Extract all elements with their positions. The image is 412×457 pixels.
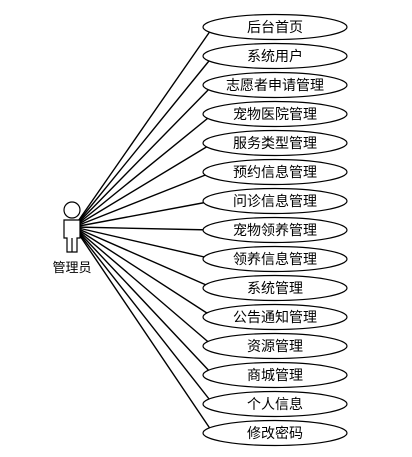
- use-case-ellipse: [202, 274, 348, 302]
- use-case-ellipse: [202, 187, 348, 215]
- use-case: 系统管理: [202, 274, 348, 302]
- association-line: [73, 226, 214, 347]
- association-line: [73, 171, 214, 228]
- use-case-label: 修改密码: [247, 425, 303, 442]
- use-case: 领养信息管理: [202, 245, 348, 273]
- association-line: [73, 113, 214, 228]
- use-case: 宠物领养管理: [202, 216, 348, 244]
- association-line: [73, 226, 214, 318]
- use-case-ellipse: [202, 245, 348, 273]
- use-case-label: 公告通知管理: [233, 309, 317, 326]
- use-case: 公告通知管理: [202, 303, 348, 331]
- use-case-ellipse: [202, 390, 348, 418]
- use-case: 志愿者申请管理: [202, 71, 348, 99]
- use-case-label: 问诊信息管理: [233, 193, 317, 210]
- use-case: 预约信息管理: [202, 158, 348, 186]
- use-case-label: 宠物医院管理: [233, 107, 317, 123]
- use-case-ellipse: [202, 361, 348, 389]
- use-case-label: 领养信息管理: [233, 251, 317, 268]
- use-case-ellipse: [202, 216, 348, 244]
- use-case-ellipse: [202, 419, 348, 447]
- use-case-label: 预约信息管理: [233, 164, 317, 181]
- association-line: [73, 55, 214, 228]
- actor-head: [63, 201, 81, 219]
- association-line: [73, 226, 214, 289]
- use-case-ellipse: [202, 100, 348, 128]
- use-case-label: 系统用户: [247, 48, 303, 65]
- use-case-label: 志愿者申请管理: [226, 78, 324, 94]
- use-case-label: 宠物领养管理: [233, 223, 317, 239]
- use-case-label: 服务类型管理: [233, 136, 317, 152]
- use-case-ellipse: [202, 129, 348, 157]
- use-case-label: 资源管理: [247, 339, 303, 355]
- use-case: 系统用户: [202, 42, 348, 70]
- use-case-ellipse: [202, 332, 348, 360]
- use-case-label: 后台首页: [247, 20, 303, 36]
- association-line: [73, 226, 214, 376]
- association-line: [73, 84, 214, 228]
- use-case-ellipse: [202, 13, 348, 41]
- use-case-ellipse: [202, 158, 348, 186]
- use-case: 宠物医院管理: [202, 100, 348, 128]
- use-case: 商城管理: [202, 361, 348, 389]
- use-case-ellipse: [202, 42, 348, 70]
- association-line: [73, 142, 214, 228]
- actor-body: [63, 219, 81, 253]
- use-case: 服务类型管理: [202, 129, 348, 157]
- use-case-label: 个人信息: [247, 396, 303, 413]
- use-case-list: 后台首页系统用户志愿者申请管理宠物医院管理服务类型管理预约信息管理问诊信息管理宠…: [202, 13, 348, 447]
- use-case-ellipse: [202, 71, 348, 99]
- use-case: 问诊信息管理: [202, 187, 348, 215]
- use-case: 后台首页: [202, 13, 348, 41]
- use-case-label: 系统管理: [247, 281, 303, 297]
- association-line: [73, 200, 214, 228]
- use-case: 资源管理: [202, 332, 348, 360]
- use-case: 个人信息: [202, 390, 348, 418]
- association-line: [73, 226, 214, 434]
- association-lines: [73, 26, 214, 434]
- actor-label: 管理员: [52, 261, 91, 276]
- actor-admin: 管理员: [52, 201, 92, 276]
- association-line: [73, 226, 214, 260]
- use-case: 修改密码: [202, 419, 348, 447]
- association-line: [73, 226, 214, 231]
- use-case-label: 商城管理: [247, 368, 303, 384]
- association-line: [73, 26, 214, 228]
- association-line: [73, 226, 214, 405]
- use-case-ellipse: [202, 303, 348, 331]
